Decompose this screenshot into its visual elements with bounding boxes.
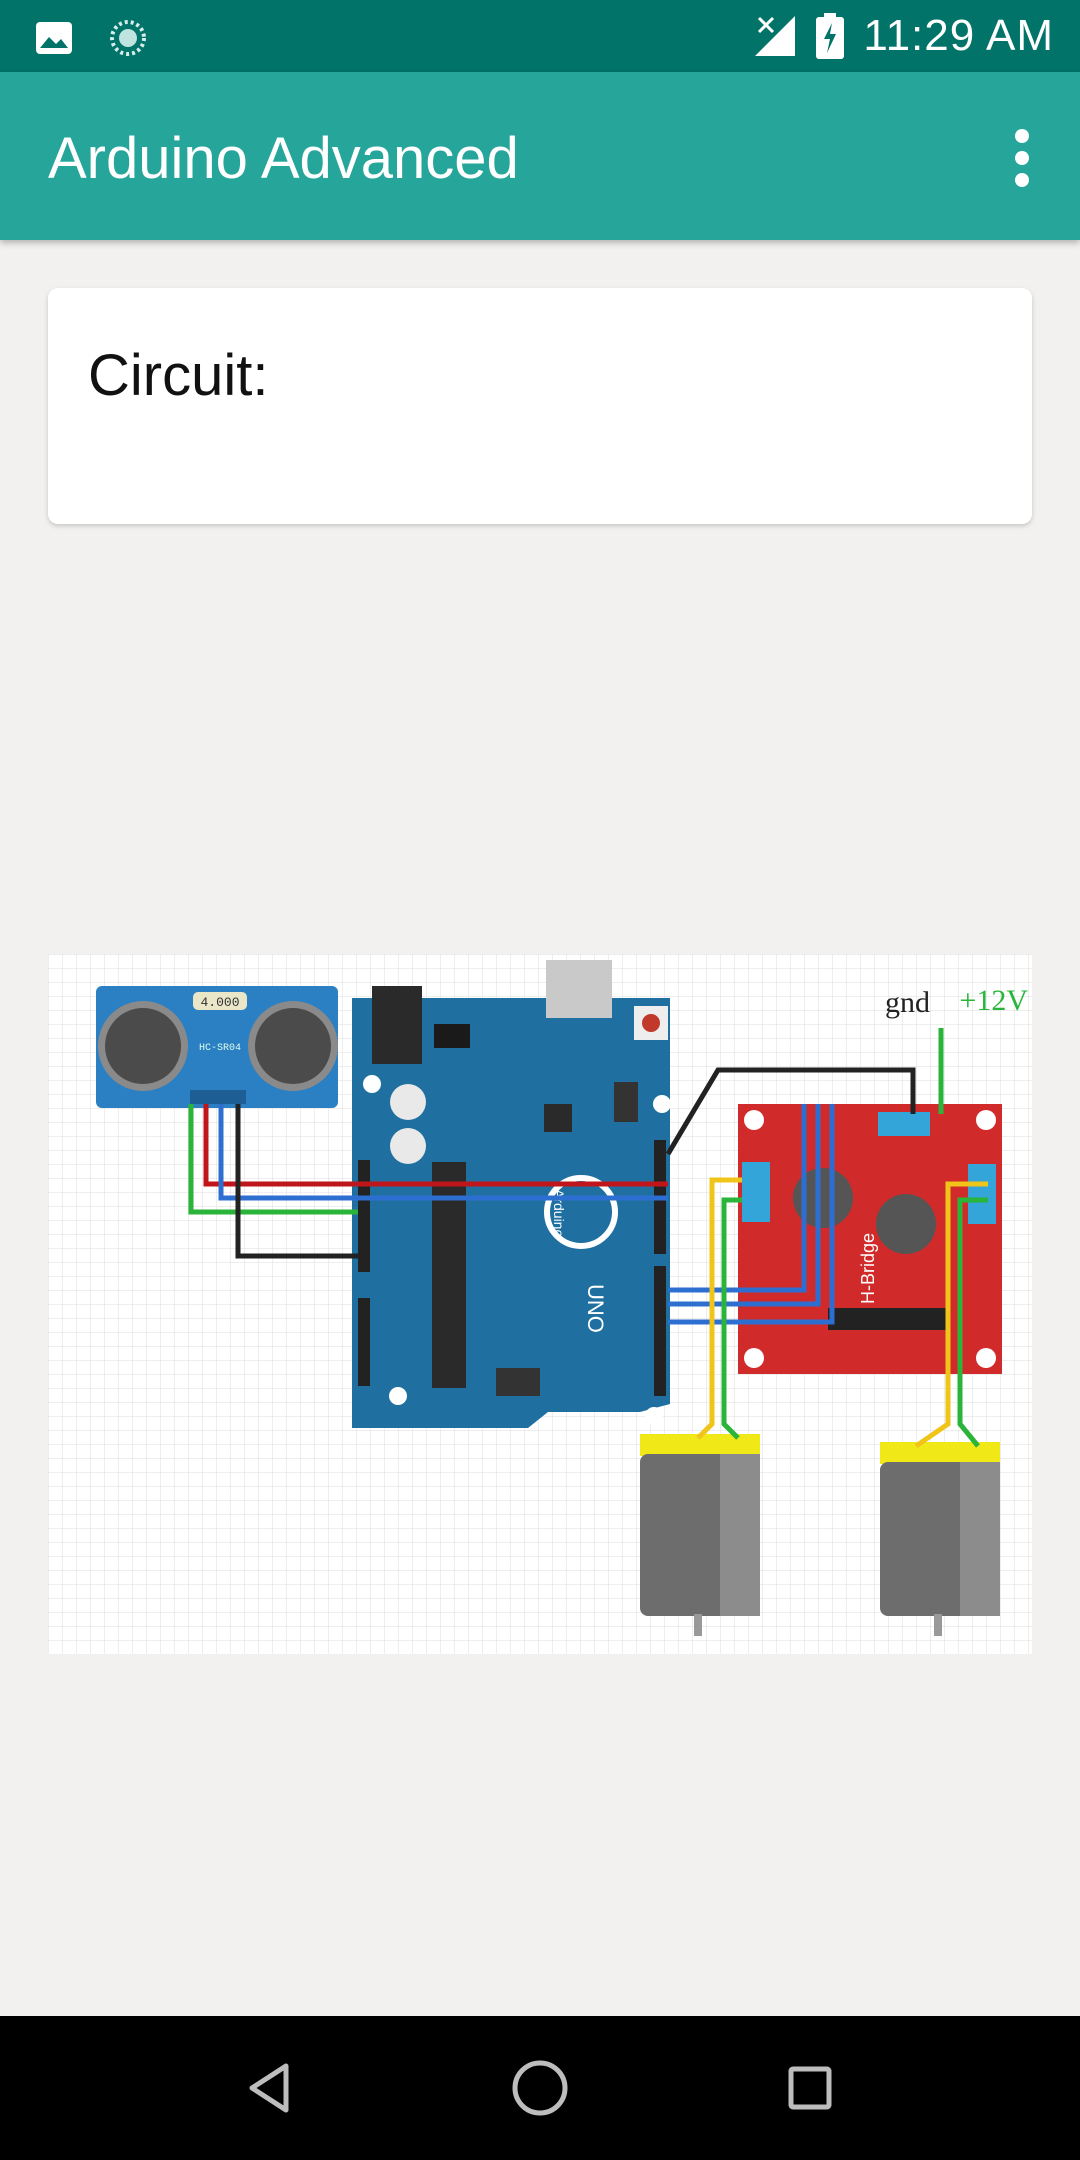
circuit-diagram-image: 4.000 HC-SR04 UNO Arduino	[48, 954, 1032, 1654]
clock: 11:29 AM	[863, 11, 1054, 60]
back-button[interactable]	[234, 2052, 306, 2124]
back-triangle-icon	[249, 2063, 289, 2113]
app-title: Arduino Advanced	[48, 126, 519, 191]
recents-button[interactable]	[774, 2052, 846, 2124]
home-button[interactable]	[504, 2052, 576, 2124]
app-bar: Arduino Advanced	[0, 72, 1080, 240]
image-notification-icon	[36, 22, 72, 54]
navigation-bar	[0, 2016, 1080, 2160]
ultrasonic-sensor: 4.000 HC-SR04	[96, 986, 338, 1108]
sensor-display-text: 4.000	[200, 995, 239, 1010]
sync-notification-icon	[110, 20, 146, 56]
gnd-label: gnd	[885, 986, 930, 1019]
home-circle-icon	[512, 2060, 568, 2116]
motor-right	[880, 1442, 1000, 1636]
power-label: +12V	[959, 984, 1028, 1017]
sensor-label: HC-SR04	[199, 1043, 241, 1054]
board-brand-label: Arduino	[551, 1189, 567, 1237]
overflow-menu-button[interactable]	[990, 122, 1054, 194]
circuit-card: Circuit:	[48, 288, 1032, 524]
wires	[188, 1028, 988, 1449]
more-vert-icon	[1015, 129, 1029, 187]
battery-charging-icon	[816, 13, 845, 59]
signal-icon	[755, 16, 796, 56]
recents-square-icon	[788, 2066, 832, 2110]
status-bar: 11:29 AM	[0, 0, 1080, 72]
motor-left	[640, 1434, 760, 1636]
hbridge-label: H-Bridge	[858, 1233, 878, 1304]
card-title: Circuit:	[88, 343, 269, 408]
board-uno-label: UNO	[583, 1284, 608, 1333]
arduino-board: UNO Arduino	[352, 960, 671, 1428]
